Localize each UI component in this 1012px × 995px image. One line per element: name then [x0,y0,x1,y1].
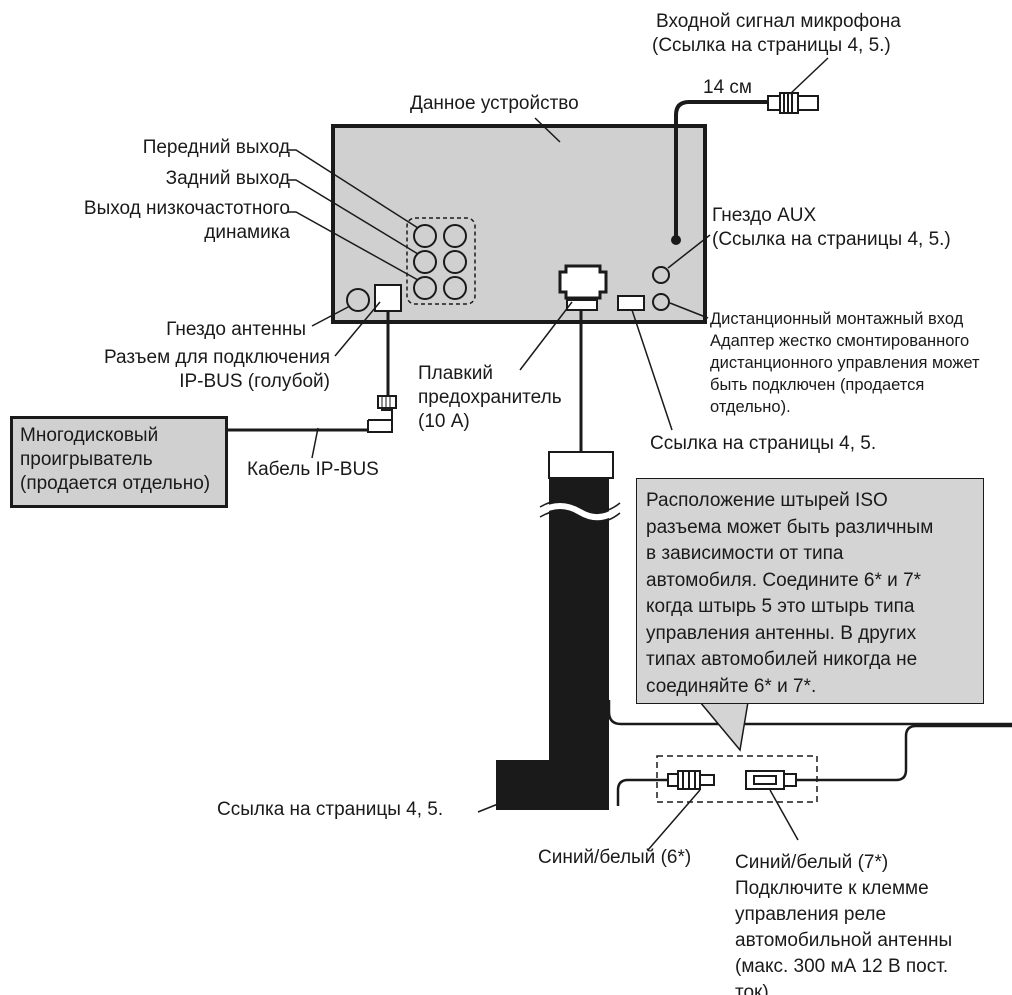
leader-antenna [311,305,351,327]
leader-front-output [288,149,419,229]
leader-this-unit [534,117,561,143]
note-pointer [699,701,749,752]
blue-white-6-label: Синий/белый (6*) [538,847,692,868]
leader-bw6 [647,789,701,851]
leader-ref-left [477,799,509,813]
ref-pages-left-label: Ссылка на страницы 4, 5. [217,799,444,820]
rca-rear-left [413,250,437,274]
rca-front-right [443,224,467,248]
antenna-jack-label: Гнездо антенны [166,319,306,340]
leader-aux [667,234,711,269]
front-output-label: Передний выход [142,137,290,158]
iso-note-text: Расположение штырей ISO разъема может бы… [646,490,934,697]
harness-break [538,503,622,521]
wire-to-right [607,700,1012,726]
antenna-jack [346,288,370,312]
iso-note-box [636,478,984,704]
subwoofer-output-label: Выход низкочастотного динамика [83,198,290,243]
rca-rear-right [443,250,467,274]
wire-6 [616,778,668,806]
multidisc-player-label: Многодисковый проигрыватель (продается о… [20,425,211,494]
small-connector [617,295,645,311]
this-unit-label: Данное устройство [410,93,579,114]
ipbus-connector-label: Разъем для подключения IP-BUS (голубой) [103,347,330,392]
harness-body [496,478,609,810]
mic-input-label: Входной сигнал микрофона (Ссылка на стра… [652,11,901,56]
leader-fuse [519,301,573,371]
connector-6-plug [667,770,715,790]
leader-wired-remote [669,302,709,319]
leader-sub-output [288,211,419,281]
leader-bw7 [769,789,799,841]
ipbus-cable-label: Кабель IP-BUS [247,459,379,480]
leader-ipbus [334,301,381,357]
aux-jack [652,266,670,284]
rca-jacks [413,224,467,300]
fuse-label: Плавкий предохранитель (10 А) [418,363,562,432]
harness-plug [548,451,614,479]
rca-sub-right [443,276,467,300]
wired-remote-label: Дистанционный монтажный вход Адаптер жес… [710,310,980,416]
cable-length-label: 14 см [703,77,752,98]
leader-rear-output [288,179,419,255]
wired-remote-jack [652,293,670,311]
wire-7 [796,724,1012,782]
leader-ipbus-cable [311,427,319,459]
ipbus-plug-head [377,395,397,409]
rear-output-label: Задний выход [165,168,290,189]
blue-white-7-label: Синий/белый (7*) Подключите к клемме упр… [735,852,953,995]
ipbus-socket [374,284,402,312]
leader-mic [789,57,829,95]
mic-plug [767,92,819,114]
rca-output-group [406,217,476,305]
connector-7-socket [745,770,797,790]
multidisc-player-box [10,416,228,508]
rca-sub-left [413,276,437,300]
mic-cable [674,100,770,240]
fuse-slot [566,299,598,311]
aux-jack-label: Гнездо AUX (Ссылка на страницы 4, 5.) [712,205,951,250]
iso-connector [558,264,608,300]
rca-front-left [413,224,437,248]
ref-pages-right-label: Ссылка на страницы 4, 5. [650,433,877,454]
leader-small-connector [631,309,673,431]
